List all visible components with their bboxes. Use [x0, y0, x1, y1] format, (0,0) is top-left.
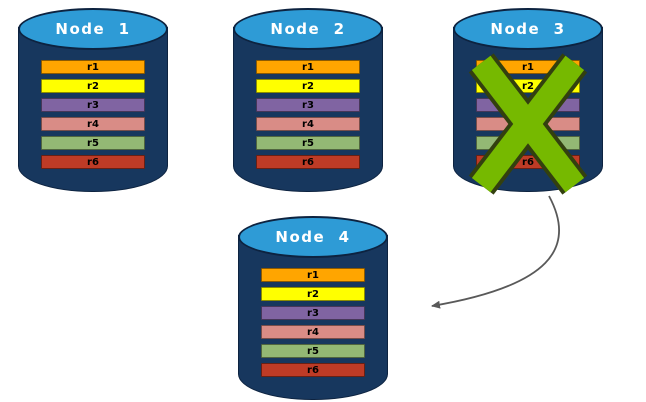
replica-rows: r1 r2 r3 r4 r5 r6 — [233, 60, 383, 169]
replica-row-r6: r6 — [256, 155, 360, 169]
replica-row-r1: r1 — [261, 268, 365, 282]
replica-row-r1: r1 — [256, 60, 360, 74]
replica-rows: r1 r2 r3 r4 r5 r6 — [238, 268, 388, 377]
node-cylinder-top: Node 4 — [238, 216, 388, 258]
failover-arrow-path — [431, 195, 561, 309]
replica-row-r3: r3 — [256, 98, 360, 112]
replica-row-r3: r3 — [261, 306, 365, 320]
replica-row-r2: r2 — [41, 79, 145, 93]
node-label: Node 1 — [55, 20, 131, 38]
replica-row-r5: r5 — [261, 344, 365, 358]
db-node-2: Node 2 r1 r2 r3 r4 r5 r6 — [233, 8, 383, 193]
node-cylinder-top: Node 2 — [233, 8, 383, 50]
replica-row-r5: r5 — [256, 136, 360, 150]
replica-row-r5: r5 — [41, 136, 145, 150]
replica-row-r3: r3 — [41, 98, 145, 112]
replica-row-r4: r4 — [41, 117, 145, 131]
db-node-1: Node 1 r1 r2 r3 r4 r5 r6 — [18, 8, 168, 193]
replica-row-r1: r1 — [41, 60, 145, 74]
replica-row-r2: r2 — [256, 79, 360, 93]
replica-row-r6: r6 — [41, 155, 145, 169]
node-label: Node 2 — [270, 20, 346, 38]
node-label: Node 4 — [275, 228, 351, 246]
replica-row-r6: r6 — [261, 363, 365, 377]
node-cylinder-top: Node 3 — [453, 8, 603, 50]
failure-x-icon — [468, 53, 588, 195]
replica-row-r4: r4 — [256, 117, 360, 131]
replica-rows: r1 r2 r3 r4 r5 r6 — [18, 60, 168, 169]
node-cylinder-top: Node 1 — [18, 8, 168, 50]
replica-row-r4: r4 — [261, 325, 365, 339]
db-node-4: Node 4 r1 r2 r3 r4 r5 r6 — [238, 216, 388, 401]
replica-row-r2: r2 — [261, 287, 365, 301]
node-label: Node 3 — [490, 20, 566, 38]
